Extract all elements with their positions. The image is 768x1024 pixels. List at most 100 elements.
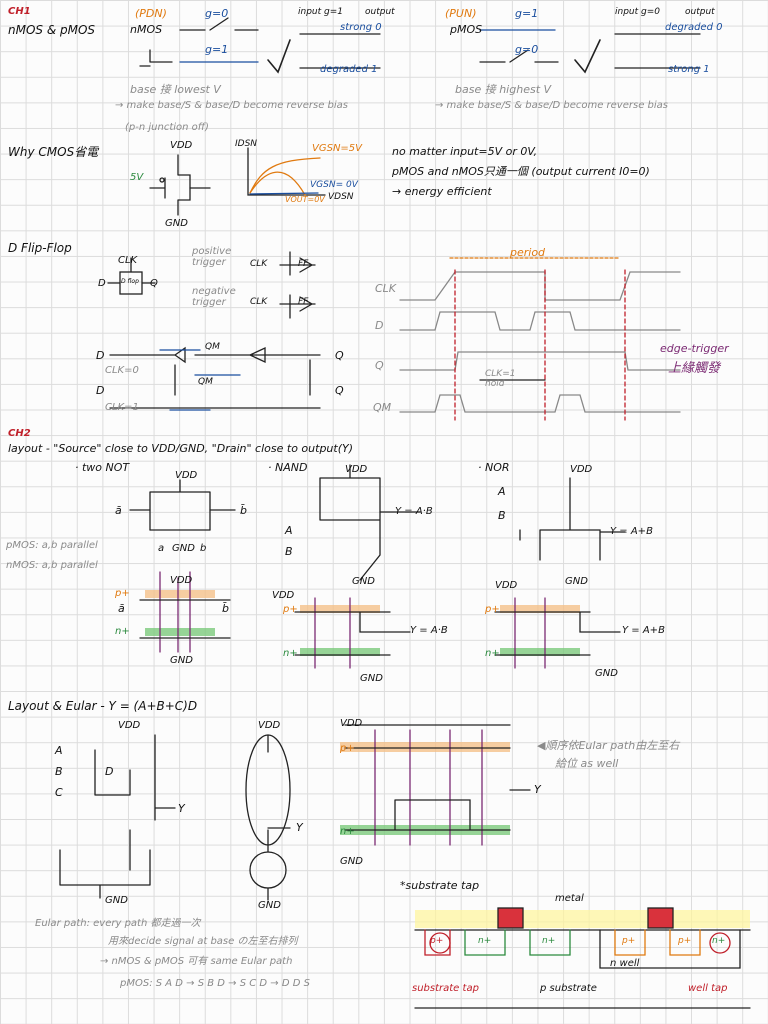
graph-vgsn0: VGSN= 0V [310, 180, 358, 190]
not-layout-abar: ā [118, 602, 125, 615]
layout-vdd: VDD [340, 718, 363, 729]
nor-pplus: p+ [485, 604, 500, 615]
nand-layout-gnd: GND [360, 673, 383, 684]
euler-layout [340, 724, 531, 846]
layout-gnd: GND [340, 856, 363, 867]
latch-q2: Q [335, 384, 344, 397]
dff-pos-neg-triggers [279, 251, 316, 319]
nmos-degraded1: degraded 1 [320, 64, 378, 75]
substrate-metal: metal [555, 893, 584, 904]
substrate-pplus-3: p+ [678, 936, 692, 946]
euler-a: A [55, 744, 63, 757]
graph-vdd: VDD [258, 720, 281, 731]
euler-path-3: → nMOS & pMOS 可有 same Eular path [100, 956, 293, 967]
wave-q: Q [375, 359, 384, 372]
layout-pplus: p+ [340, 743, 355, 754]
nand-layout [294, 464, 421, 669]
ch2-layout-rule: layout - "Source" close to VDD/GND, "Dra… [8, 442, 354, 455]
cmos-line3: → energy efficient [392, 185, 492, 198]
latch-clk1: CLK=1 [105, 402, 139, 413]
pmos-output: output [685, 7, 715, 17]
dff-q: Q [150, 278, 158, 289]
cmos-inverter-schematic [149, 154, 211, 216]
latch-qm2: QM [198, 377, 213, 387]
not-pplus: p+ [115, 588, 130, 599]
euler-graph [245, 734, 291, 901]
substrate-pplus-1: p+ [430, 936, 444, 946]
nor-heading: · NOR [478, 461, 510, 474]
nand-layout-vdd: VDD [272, 590, 295, 601]
substrate-nwell: n well [610, 958, 640, 969]
two-not-layout [129, 479, 236, 653]
graph-vout: VOUT=0V [285, 195, 325, 204]
nand-pplus: p+ [283, 604, 298, 615]
euler-heading: Layout & Eular - Y = (A+B+C)D [8, 699, 198, 713]
substrate-tap-cross-section [414, 907, 751, 1009]
dff-symbol [107, 257, 156, 295]
graph-vdsn: VDSN [328, 192, 354, 202]
substrate-tap-label: substrate tap [412, 983, 479, 994]
wave-d: D [375, 319, 384, 332]
latch-d2: D [96, 384, 105, 397]
not-nplus: n+ [115, 626, 130, 637]
substrate-title: *substrate tap [400, 879, 480, 892]
nmos-g1: g=1 [205, 43, 229, 56]
euler-path-4: pMOS: S A D → S B D → S C D → D D S [120, 978, 310, 989]
euler-gnd: GND [105, 895, 128, 906]
graph-y: Y [296, 821, 303, 834]
layout-y: Y [534, 783, 541, 796]
graph-idsn: IDSN [235, 139, 258, 149]
cmos-gnd: GND [165, 218, 188, 229]
pmos-parallel: pMOS: a,b parallel [6, 540, 98, 551]
wave-clk: CLK [375, 282, 397, 295]
nand-y: Y = A·B [395, 506, 433, 517]
wave-period: period [510, 246, 546, 259]
nor-vdd: VDD [570, 464, 593, 475]
dff-negative-trigger: negative trigger [192, 286, 236, 308]
pos-clk: CLK [250, 259, 268, 269]
not-layout-bbar: b̄ [222, 602, 229, 615]
latch-d: D [96, 349, 105, 362]
pos-ff: FF [298, 259, 309, 269]
substrate-pplus-2: p+ [622, 936, 636, 946]
pdn-device: nMOS [130, 23, 163, 36]
two-not-heading: · two NOT [75, 461, 130, 474]
base-highest: base 接 highest V [455, 83, 552, 96]
dff-latch-circuit [109, 346, 321, 411]
euler-b: B [55, 765, 63, 778]
edge-trigger-zh: 上緣觸發 [668, 361, 721, 376]
nor-b: B [498, 509, 506, 522]
reverse-bias-n: → make base/S & base/D become reverse bi… [115, 100, 348, 111]
latch-clk0: CLK=0 [105, 365, 139, 376]
substrate-nplus-3: n+ [712, 936, 726, 946]
nand-heading: · NAND [268, 461, 308, 474]
pun-label: (PUN) [445, 7, 477, 20]
nand-gnd: GND [352, 576, 375, 587]
latch-qm: QM [205, 342, 220, 352]
graph-gnd: GND [258, 900, 281, 911]
pmos-strong1: strong 1 [668, 64, 710, 75]
nor-layout-vdd: VDD [495, 580, 518, 591]
pdn-label: (PDN) [135, 7, 167, 20]
reverse-bias-p: → make base/S & base/D become reverse bi… [435, 100, 668, 111]
nand-b: B [285, 545, 293, 558]
pun-device: pMOS [450, 23, 483, 36]
nand-layout-y: Y = A·B [410, 625, 448, 636]
not-layout-vdd: VDD [170, 575, 193, 586]
not-gnd: GND [172, 543, 195, 554]
cmos-vdd: VDD [170, 140, 193, 151]
nmos-input-g1: input g=1 [298, 7, 343, 17]
ch1-label: CH1 [8, 6, 31, 17]
euler-y: Y [178, 802, 185, 815]
wave-hold: CLK=1 hold [485, 369, 516, 389]
euler-path-1: Eular path: every path 都走過一次 [35, 918, 201, 929]
nmos-strong0: strong 0 [340, 22, 382, 33]
id-vds-graph [247, 147, 326, 196]
not-a: a [158, 543, 165, 554]
euler-note-2: 給位 as well [555, 757, 619, 770]
euler-note-1: ◀順序依Eular path由左至右 [537, 739, 680, 752]
nmos-switch-diagram [139, 17, 381, 74]
edge-trigger: edge-trigger [660, 342, 729, 355]
